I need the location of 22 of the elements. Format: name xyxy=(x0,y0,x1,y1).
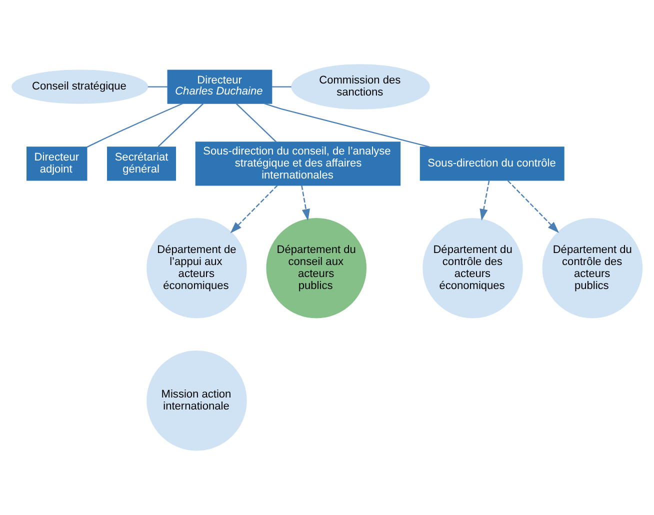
arrow xyxy=(480,180,490,221)
arrow xyxy=(507,180,560,234)
connector xyxy=(148,86,168,88)
node-box: Sous-direction du conseil, de l’analyse stratégique et des affaires internationales xyxy=(195,142,401,186)
node-box: Secrétariat général xyxy=(107,146,176,181)
connector xyxy=(264,102,430,148)
node-circle: Département du contrôle des acteurs publics xyxy=(542,218,643,318)
node-box: Sous-direction du contrôle xyxy=(420,146,564,181)
node-box: Directeur Charles Duchaine xyxy=(167,70,272,104)
node-box: Directeur adjoint xyxy=(26,146,88,181)
connector xyxy=(86,102,184,148)
arrow xyxy=(230,184,278,234)
node-circle: Mission action internationale xyxy=(146,350,247,451)
connector xyxy=(158,103,204,148)
node-circle: Département du conseil aux acteurs publics xyxy=(266,218,366,318)
node-circle: Département de l’appui aux acteurs économiques xyxy=(146,218,247,318)
arrow xyxy=(301,185,310,221)
connector xyxy=(236,103,277,142)
node-circle: Département du contrôle des acteurs économiques xyxy=(422,218,523,318)
node-ellipse: Conseil stratégique xyxy=(12,70,148,104)
node-ellipse: Commission des sanctions xyxy=(291,64,430,110)
connector xyxy=(272,86,292,88)
